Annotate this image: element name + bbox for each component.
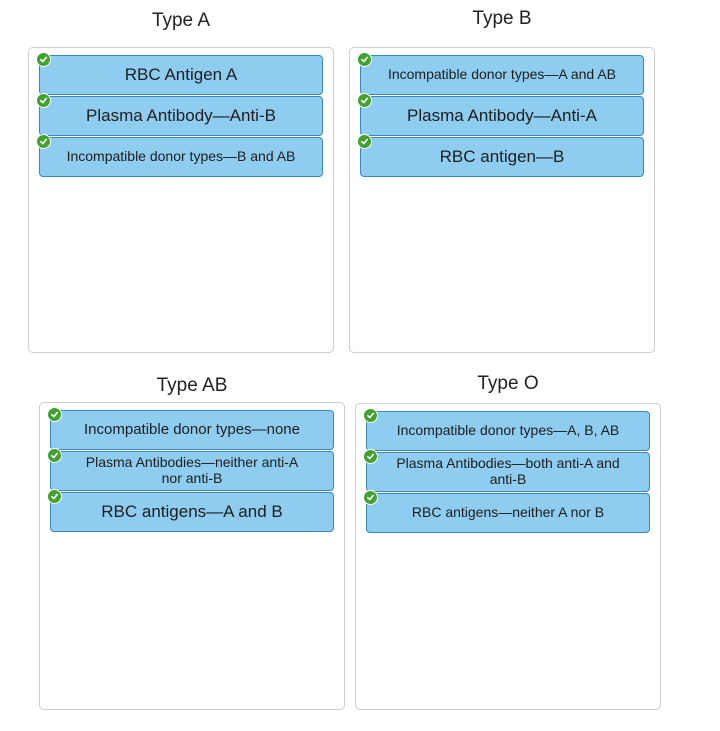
card-label: RBC antigens—A and B [101, 502, 283, 522]
check-circle-icon [36, 52, 51, 67]
answer-card[interactable]: Plasma Antibody—Anti-A [357, 93, 644, 136]
check-circle-icon [357, 52, 372, 67]
answer-card[interactable]: Plasma Antibody—Anti-B [36, 93, 323, 136]
answer-card[interactable]: Incompatible donor types—B and AB [36, 134, 323, 177]
check-circle-icon [363, 449, 378, 464]
card-label: RBC Antigen A [124, 65, 238, 85]
drop-target[interactable]: Incompatible donor types—none Plasma Ant… [39, 402, 345, 710]
card-label: Incompatible donor types—B and AB [66, 148, 296, 165]
check-circle-icon [36, 134, 51, 149]
zone-title: Type A [151, 10, 211, 31]
drop-target[interactable]: Incompatible donor types—A and AB Plasma… [349, 47, 655, 353]
check-circle-icon [363, 408, 378, 423]
drop-zone-type-a: Type A RBC Antigen A Plasma Antibody—Ant… [28, 10, 334, 353]
card-label: RBC antigens—neither A nor B [411, 504, 605, 521]
answer-card[interactable]: RBC antigens—neither A nor B [363, 490, 650, 533]
check-circle-icon [36, 93, 51, 108]
check-circle-icon [47, 407, 62, 422]
drop-target[interactable]: Incompatible donor types—A, B, AB Plasma… [355, 403, 661, 710]
drop-zone-type-o: Type O Incompatible donor types—A, B, AB… [355, 373, 661, 710]
card-label: Incompatible donor types—A, B, AB [396, 422, 620, 439]
check-circle-icon [357, 93, 372, 108]
zone-title: Type B [472, 8, 532, 29]
card-label: Plasma Antibodies—neither anti-A nor ant… [85, 454, 299, 486]
answer-card[interactable]: Incompatible donor types—A and AB [357, 52, 644, 95]
zone-title: Type AB [156, 375, 228, 396]
drop-target[interactable]: RBC Antigen A Plasma Antibody—Anti-B Inc… [28, 47, 334, 353]
zone-title: Type O [477, 373, 539, 394]
card-label: Plasma Antibody—Anti-A [407, 106, 597, 126]
answer-card[interactable]: Plasma Antibodies—both anti-A and anti-B [363, 449, 650, 492]
card-label: RBC antigen—B [439, 147, 565, 167]
card-label: Incompatible donor types—none [84, 420, 300, 438]
check-circle-icon [363, 490, 378, 505]
answer-card[interactable]: Plasma Antibodies—neither anti-A nor ant… [47, 448, 334, 491]
drop-zone-type-b: Type B Incompatible donor types—A and AB… [349, 8, 655, 353]
answer-card[interactable]: RBC Antigen A [36, 52, 323, 95]
check-circle-icon [47, 489, 62, 504]
answer-card[interactable]: RBC antigens—A and B [47, 489, 334, 532]
drop-zone-type-ab: Type AB Incompatible donor types—none Pl… [39, 375, 345, 710]
check-circle-icon [357, 134, 372, 149]
answer-card[interactable]: Incompatible donor types—none [47, 407, 334, 450]
card-label: Plasma Antibodies—both anti-A and anti-B [396, 455, 620, 487]
card-label: Incompatible donor types—A and AB [387, 66, 617, 83]
answer-card[interactable]: RBC antigen—B [357, 134, 644, 177]
card-label: Plasma Antibody—Anti-B [86, 106, 276, 126]
check-circle-icon [47, 448, 62, 463]
answer-card[interactable]: Incompatible donor types—A, B, AB [363, 408, 650, 451]
